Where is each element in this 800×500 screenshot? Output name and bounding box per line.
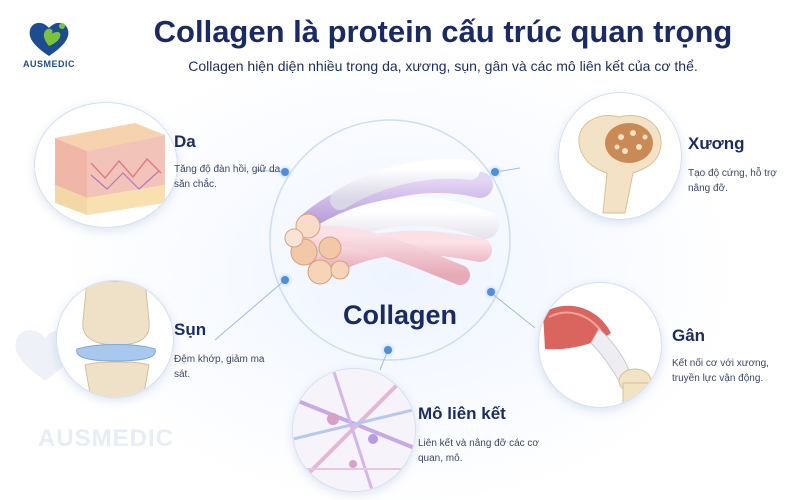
skin-layers-icon [55,123,165,215]
connector-dot [487,288,495,296]
node-title-xuong: Xương [688,134,745,153]
node-title-sun: Sụn [174,320,207,339]
knee-joint-icon [76,281,156,397]
knee-illustration [56,280,174,398]
page-subtitle: Collagen hiện diện nhiều trong da, xương… [188,58,698,74]
tendon-icon [543,305,654,407]
node-desc-mo-lien-ket: Liên kết và nâng đỡ các cơ quan, mô. [418,438,539,464]
node-desc-da: Tăng độ đàn hồi, giữ da săn chắc. [174,164,281,190]
bone-icon [578,115,662,214]
node-desc-gan: Kết nối cơ với xương, truyền lực vận độn… [672,358,769,384]
node-title-mo-lien-ket: Mô liên kết [418,404,506,423]
connective-tissue-illustration [292,368,416,492]
node-title-da: Da [174,132,196,151]
skin-illustration [34,102,178,228]
node-title-gan: Gân [672,326,706,345]
node-desc-xuong: Tạo độ cứng, hỗ trợ nâng đỡ. [688,168,777,194]
heart-logo-icon [29,22,69,56]
connector-dot [491,168,499,176]
tendon-illustration [538,282,662,408]
connector-dot [281,168,289,176]
node-desc-sun: Đệm khớp, giảm ma sát. [174,354,265,380]
ausmedic-logo: AUSMEDIC [14,18,84,69]
page-title: Collagen là protein cấu trúc quan trọng [153,14,733,49]
connector-dot [384,346,392,354]
connective-tissue-icon [293,369,415,491]
bone-illustration [558,92,682,220]
watermark-text: AUSMEDIC [38,425,175,452]
center-label: Collagen [342,300,457,330]
connector-dot [281,276,289,284]
collagen-fiber-icon [284,158,499,285]
brand-name: AUSMEDIC [22,59,75,69]
